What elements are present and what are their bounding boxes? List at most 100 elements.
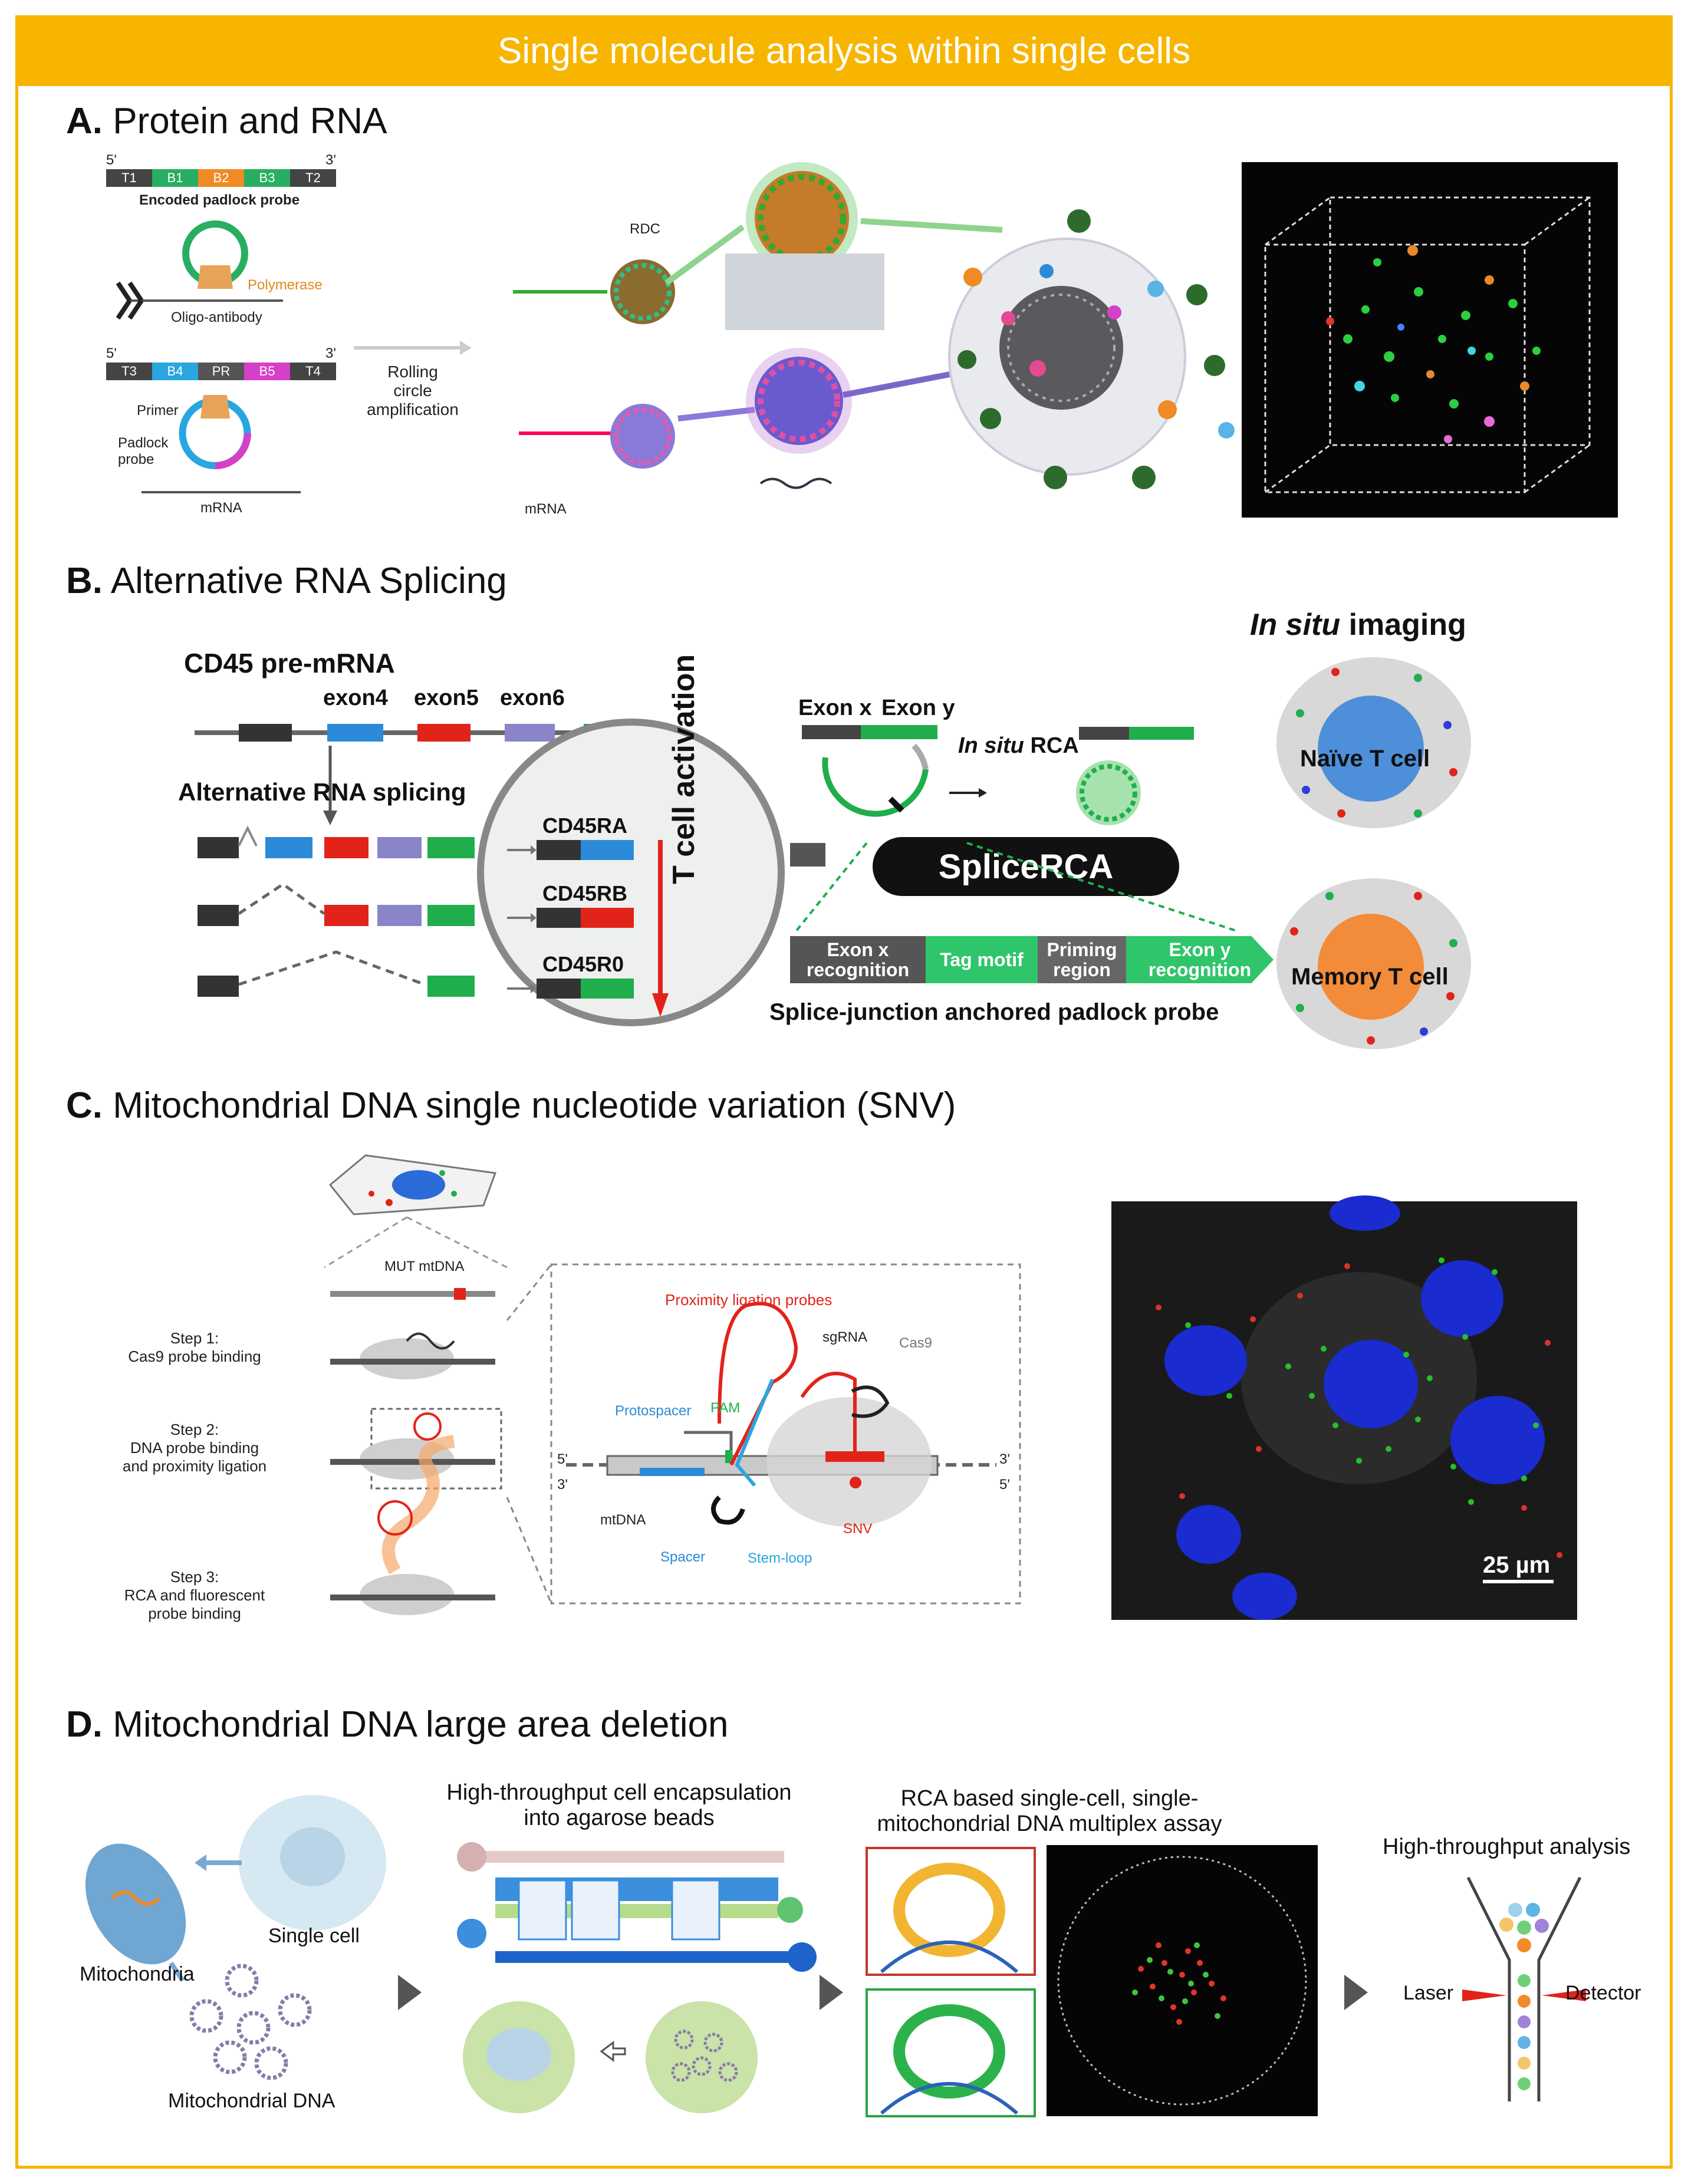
encoded-probe-label: Encoded padlock probe xyxy=(139,192,300,208)
seg-exon-y: Exon y recognition xyxy=(1126,936,1274,983)
insitu-italic: In situ xyxy=(958,733,1024,758)
memory-t-cell-label: Memory T cell xyxy=(1291,964,1449,990)
three-prime-c-right: 3' xyxy=(999,1451,1010,1467)
step1-text: Step 1: Cas9 probe binding xyxy=(118,1329,271,1366)
probe-seg: B3 xyxy=(244,169,290,187)
step-line: and proximity ligation xyxy=(122,1457,267,1475)
probe-seg: T4 xyxy=(290,363,336,380)
three-prime-label: 3' xyxy=(325,152,336,168)
rdc-label: RDC xyxy=(630,221,660,237)
step-line: Cas9 probe binding xyxy=(128,1348,261,1365)
insitu-rca-label: In situ RCA xyxy=(958,733,1079,759)
isoform-rows-graphic xyxy=(198,825,534,997)
t-cell-graphics xyxy=(1276,657,1471,1049)
seg-tag-motif: Tag motif xyxy=(926,936,1038,983)
figure-banner: Single molecule analysis within single c… xyxy=(15,15,1673,86)
protospacer-label: Protospacer xyxy=(615,1403,692,1419)
mut-mtdna-label: MUT mtDNA xyxy=(384,1259,465,1274)
t-cell-activation-label: T cell activation xyxy=(667,654,701,884)
padlock-probe-bar-2: T3 B4 PR B5 T4 xyxy=(106,363,336,380)
step-line: Step 2: xyxy=(170,1421,219,1438)
sgrna-label: sgRNA xyxy=(822,1329,868,1345)
encap-line: into agarose beads xyxy=(524,1806,715,1830)
exon4-label: exon4 xyxy=(323,686,388,710)
five-prime-label: 5' xyxy=(106,345,117,361)
mtdna-label: mtDNA xyxy=(600,1512,646,1528)
panel-d-heading: Mitochondrial DNA large area deletion xyxy=(113,1704,729,1745)
single-cell-label: Single cell xyxy=(268,1925,360,1947)
stem-loop-label: Stem-loop xyxy=(748,1550,812,1566)
oligo-antibody-label: Oligo-antibody xyxy=(171,309,262,325)
detector-label: Detector xyxy=(1565,1982,1641,2004)
padlock-circle-2-graphic xyxy=(142,395,301,493)
rolling-line: circle xyxy=(393,381,432,400)
probe-dashed-arrows xyxy=(795,842,1239,933)
rolling-label: Rolling circle amplification xyxy=(366,363,460,419)
splicing-down-arrow xyxy=(323,746,337,825)
naive-t-cell-label: Naïve T cell xyxy=(1300,746,1430,772)
cd45r0-label: CD45R0 xyxy=(542,952,624,976)
splicerca-handle: SpliceRCA xyxy=(873,837,1179,896)
magnifier-neck xyxy=(790,843,825,867)
rca-assay-title: RCA based single-cell, single- mitochond… xyxy=(843,1786,1256,1837)
step-line: Step 1: xyxy=(170,1329,219,1347)
proximity-ligation-label: Proximity ligation probes xyxy=(665,1291,833,1309)
pam-label: PAM xyxy=(710,1400,741,1416)
panel-d-letter: D. xyxy=(66,1704,103,1745)
arrow-3 xyxy=(1344,1975,1368,2010)
rolling-line: amplification xyxy=(367,400,459,419)
step-line: Step 3: xyxy=(170,1568,219,1586)
three-prime-label: 3' xyxy=(325,345,336,361)
probe-seg: T3 xyxy=(106,363,152,380)
insitu-imaging-label: In situ imaging xyxy=(1250,607,1466,643)
probe-seg: B2 xyxy=(198,169,244,187)
cell-icon-graphic xyxy=(324,1154,508,1269)
imaging-rest: imaging xyxy=(1348,608,1466,642)
five-prime-c-right: 5' xyxy=(999,1477,1010,1493)
primer-label: Primer xyxy=(137,403,179,419)
rolling-arrow xyxy=(354,341,472,355)
splice-probe-bar: Exon x recognition Tag motif Priming reg… xyxy=(790,936,1274,983)
cd45-premrna-label: CD45 pre-mRNA xyxy=(184,648,395,678)
snv-label: SNV xyxy=(843,1521,873,1537)
encap-device-graphic xyxy=(457,1842,817,2113)
rca-line: mitochondrial DNA multiplex assay xyxy=(877,1811,1222,1836)
rolling-line: Rolling xyxy=(387,363,438,381)
hta-label: High-throughput analysis xyxy=(1383,1834,1631,1859)
rca-line: RCA based single-cell, single- xyxy=(900,1786,1199,1811)
padlock-probe-label: Padlock probe xyxy=(118,435,169,467)
scale-bar-label: 25 µm xyxy=(1483,1552,1551,1578)
three-prime-c: 3' xyxy=(557,1477,568,1493)
microscopy-3d-image xyxy=(1242,162,1618,518)
five-prime-label: 5' xyxy=(106,152,117,168)
bead-dots-graphic xyxy=(1057,1856,1307,2106)
splicerca-label: SpliceRCA xyxy=(938,847,1114,886)
cas9-label: Cas9 xyxy=(899,1335,933,1351)
probe-seg: T2 xyxy=(290,169,336,187)
insitu-rest: RCA xyxy=(1030,733,1079,758)
panel-d-title: D. Mitochondrial DNA large area deletion xyxy=(66,1704,729,1745)
banner-title: Single molecule analysis within single c… xyxy=(497,30,1191,71)
panel-b-title: B. Alternative RNA Splicing xyxy=(66,560,507,602)
polymerase-label: Polymerase xyxy=(248,277,323,293)
bead-microscopy-image xyxy=(1047,1845,1318,2116)
panel-a-heading: Protein and RNA xyxy=(113,101,387,141)
probe-seg: B1 xyxy=(152,169,198,187)
step3-text: Step 3: RCA and fluorescent probe bindin… xyxy=(106,1568,283,1623)
exon-x-label: Exon x xyxy=(798,696,872,720)
exon5-box xyxy=(417,724,470,742)
panel-c-heading: Mitochondrial DNA single nucleotide vari… xyxy=(113,1085,956,1126)
encap-title: High-throughput cell encapsulation into … xyxy=(413,1780,825,1831)
cell-mito-graphic xyxy=(85,1795,386,2080)
five-prime-c: 5' xyxy=(557,1451,568,1467)
exon6-label: exon6 xyxy=(500,686,565,710)
zoom-box-graphic xyxy=(506,1263,1021,1605)
probe-seg: PR xyxy=(198,363,244,380)
probe-seg: B5 xyxy=(244,363,290,380)
mtdna-label-d: Mitochondrial DNA xyxy=(168,2090,335,2112)
flow-detector-graphic xyxy=(1462,1876,1586,2101)
step2-text: Step 2: DNA probe binding and proximity … xyxy=(106,1421,283,1475)
padlock-probe-bar-1: T1 B1 B2 B3 T2 xyxy=(106,169,336,187)
cd45rb-label: CD45RB xyxy=(542,881,628,905)
rca-product-graphic xyxy=(513,162,1186,489)
